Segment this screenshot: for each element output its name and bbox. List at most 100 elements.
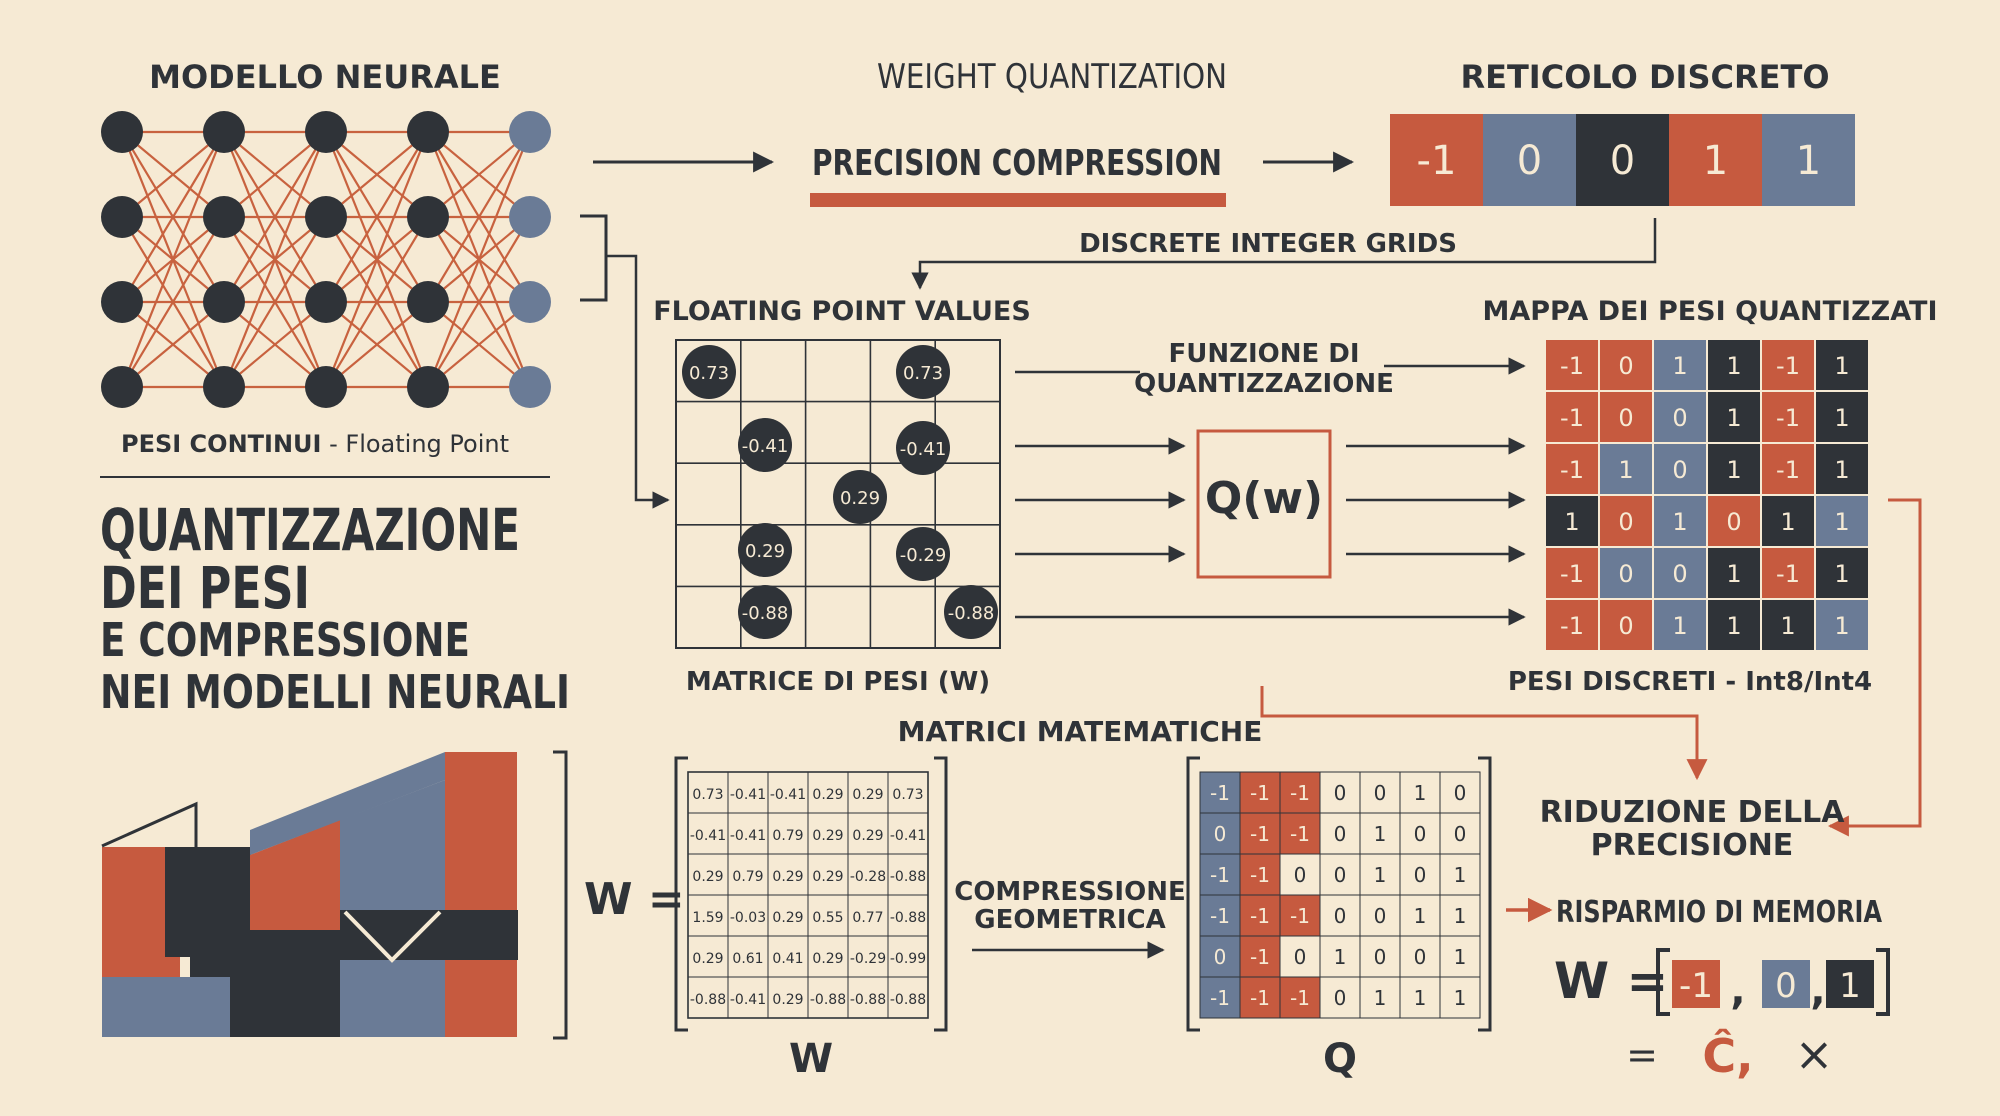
w-matrix-value: -0.88	[850, 992, 886, 1008]
q-matrix-cell	[1439, 976, 1481, 1019]
qmap-cell-value: -1	[1560, 404, 1584, 432]
graphic-v-line	[343, 910, 442, 963]
q-left-bracket	[1186, 756, 1200, 1032]
float-point-value: -0.88	[948, 603, 995, 624]
network-edge	[121, 131, 225, 303]
network-edge	[223, 131, 327, 218]
w-matrix-value: 0.29	[812, 787, 843, 803]
qmap-cell	[1600, 444, 1652, 494]
qmap-cell-value: 1	[1726, 352, 1741, 380]
w-matrix-value: -0.88	[690, 992, 726, 1008]
q-matrix-value: 0	[1334, 822, 1347, 846]
qmap-cell-value: 1	[1726, 456, 1741, 484]
qmap-cell	[1816, 340, 1868, 390]
q-matrix-cell	[1199, 853, 1241, 896]
q-matrix-value: 1	[1414, 986, 1427, 1010]
w-matrix-value: 0.61	[732, 951, 763, 967]
network-node	[101, 281, 143, 323]
network-node	[101, 366, 143, 408]
float-point	[896, 421, 950, 475]
network-caption: PESI CONTINUI - Floating Point	[121, 430, 509, 458]
network-node	[407, 111, 449, 153]
qmap-cell-value: 1	[1834, 560, 1849, 588]
qmap-cell	[1708, 548, 1760, 598]
float-point-value: -0.29	[900, 545, 947, 566]
network-node	[203, 281, 245, 323]
qf-label-2: QUANTIZZAZIONE	[1134, 369, 1394, 399]
network-node	[509, 281, 551, 323]
abstract-graphic	[101, 750, 568, 1040]
result-section: RIDUZIONE DELLA PRECISIONE RISPARMIO DI …	[1506, 795, 1890, 1083]
qmap-cell	[1654, 444, 1706, 494]
q-matrix-value: 0	[1454, 822, 1467, 846]
lattice-cell	[1483, 114, 1576, 206]
qmap-cell	[1546, 600, 1598, 650]
w-matrix-value: 0.29	[692, 869, 723, 885]
float-point	[896, 345, 950, 399]
title-line-3: E COMPRESSIONE	[100, 613, 470, 667]
float-point-value: -0.41	[900, 439, 947, 460]
lattice-cell-value: 1	[1796, 138, 1821, 184]
w-matrix-value: -0.41	[890, 828, 926, 844]
qmap-cell-value: 0	[1618, 560, 1633, 588]
qmap-cell	[1816, 444, 1868, 494]
qmap-cell-value: -1	[1776, 560, 1800, 588]
w-matrix-value: -0.88	[810, 992, 846, 1008]
qmap-cell-value: 1	[1564, 508, 1579, 536]
network-edge	[223, 301, 327, 388]
q-matrix-value: 0	[1414, 863, 1427, 887]
qmap-cell	[1654, 392, 1706, 442]
q-matrix-value: -1	[1250, 863, 1270, 887]
lattice-cell-value: -1	[1417, 138, 1457, 184]
q-matrix-value: 0	[1334, 863, 1347, 887]
w-matrix-value: 0.55	[812, 910, 843, 926]
q-right-bracket	[1478, 756, 1492, 1032]
graphic-bracket	[553, 750, 568, 1040]
graphic-block	[102, 977, 250, 1037]
float-point-value: 0.29	[745, 541, 785, 562]
lattice-to-matrix-arrow	[911, 218, 1657, 290]
network-node	[305, 366, 347, 408]
q-matrix-value: -1	[1210, 904, 1230, 928]
qw-box	[1196, 429, 1332, 579]
network-nodes	[101, 111, 551, 408]
qmap-cell-value: 1	[1618, 456, 1633, 484]
network-edge	[427, 131, 531, 218]
eq-right-bracket	[1876, 948, 1890, 1016]
w-equals-label: W =	[584, 874, 685, 925]
network-edge	[121, 216, 225, 388]
float-point-value: 0.73	[689, 363, 729, 384]
qmap-cell-value: 1	[1834, 404, 1849, 432]
network-node	[203, 111, 245, 153]
w-matrix-value: -0.99	[890, 951, 926, 967]
qmap-cell-value: -1	[1560, 456, 1584, 484]
float-point	[896, 527, 950, 581]
q-matrix-cell	[1199, 976, 1241, 1019]
qmap-cell-value: 0	[1672, 456, 1687, 484]
network-edge	[121, 301, 225, 388]
q-matrix-value: 1	[1454, 904, 1467, 928]
eq-value-box	[1762, 960, 1810, 1008]
qmap-cell-value: 1	[1834, 456, 1849, 484]
float-point-value: -0.88	[742, 603, 789, 624]
q-matrix-cell	[1279, 812, 1321, 855]
qmap-cell	[1762, 340, 1814, 390]
qmap-cell	[1600, 340, 1652, 390]
q-matrix-cell	[1239, 935, 1281, 978]
q-matrix-value: 1	[1374, 986, 1387, 1010]
eq-value: 1	[1839, 966, 1861, 1006]
float-point	[682, 345, 736, 399]
network-node	[101, 196, 143, 238]
w-matrix-value: -0.88	[890, 910, 926, 926]
lattice-cell	[1390, 114, 1483, 206]
qmap-cell-value: 0	[1726, 508, 1741, 536]
float-point-value: 0.29	[840, 488, 880, 509]
eq-left-bracket	[1656, 948, 1670, 1016]
q-matrix-value: -1	[1290, 781, 1310, 805]
qmap-cell	[1654, 496, 1706, 546]
graphic-block	[445, 752, 517, 1037]
